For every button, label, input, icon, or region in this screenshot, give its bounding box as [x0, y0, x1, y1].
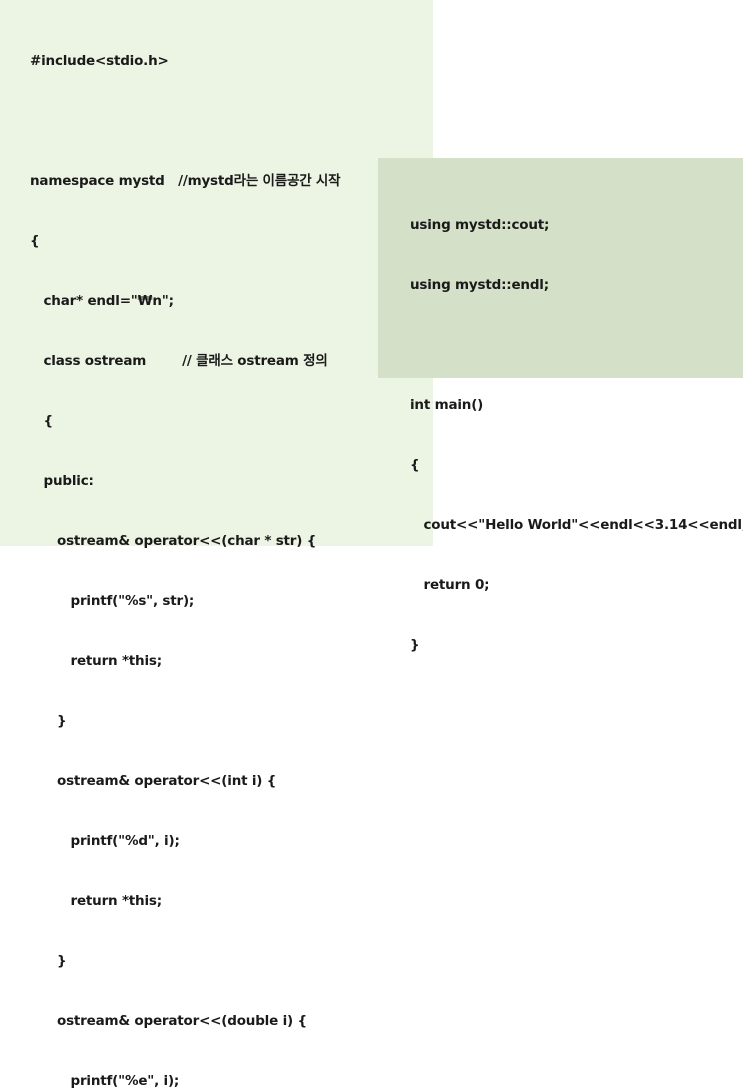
code-line: ostream& operator<<(int i) {	[30, 773, 277, 789]
code-line: return 0;	[410, 577, 490, 593]
code-line: }	[30, 953, 67, 969]
code-line: printf("%e", i);	[30, 1073, 180, 1089]
code-line: using mystd::cout;	[410, 217, 550, 233]
code-line: {	[30, 413, 53, 429]
code-line: public:	[30, 473, 94, 489]
code-line: printf("%s", str);	[30, 593, 195, 609]
code-line: using mystd::endl;	[410, 277, 549, 293]
code-line: namespace mystd //mystd라는 이름공간 시작	[30, 173, 341, 189]
code-line: {	[410, 457, 420, 473]
code-line: ostream& operator<<(char * str) {	[30, 533, 317, 549]
code-line: }	[30, 713, 67, 729]
code-line: ostream& operator<<(double i) {	[30, 1013, 307, 1029]
code-panel-main: using mystd::cout; using mystd::endl; in…	[378, 158, 743, 653]
code-line: {	[30, 233, 40, 249]
code-line: int main()	[410, 397, 484, 413]
code-line: }	[410, 637, 420, 653]
code-panel-namespace: #include<stdio.h> namespace mystd //myst…	[0, 0, 433, 1089]
code-line	[378, 334, 743, 356]
code-line: char* endl="₩n";	[30, 293, 174, 309]
code-line: return *this;	[30, 893, 162, 909]
code-line: class ostream // 클래스 ostream 정의	[30, 353, 328, 369]
code-line	[0, 110, 433, 132]
code-line: cout<<"Hello World"<<endl<<3.14<<endl;	[410, 517, 743, 533]
code-line: #include<stdio.h>	[30, 53, 169, 69]
code-line: return *this;	[30, 653, 162, 669]
code-line: printf("%d", i);	[30, 833, 180, 849]
